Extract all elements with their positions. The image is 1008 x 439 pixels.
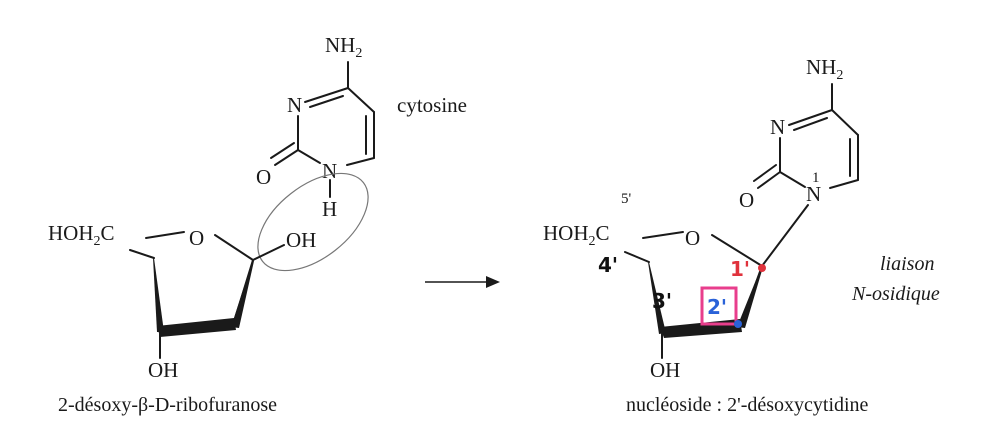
right-n-ring-label: N: [770, 115, 785, 139]
right-molecule: NH2 N O 1 N 5' HOH2C O OH 4' 3' 2' 1' li…: [543, 55, 940, 416]
bond-label-line1: liaison: [880, 253, 934, 275]
cytosine-label: cytosine: [397, 93, 467, 117]
left-oh-bottom-label: OH: [148, 358, 178, 382]
reaction-arrow: [425, 276, 500, 288]
right-n1-number: 1: [812, 170, 820, 186]
annotation-one-prime: 1': [730, 257, 750, 281]
left-o-carbonyl-label: O: [256, 165, 271, 189]
left-molecule: NH2 N O N H cytosine HOH2C O OH OH 2-dés…: [48, 33, 467, 416]
left-cytosine-ring: [270, 61, 375, 198]
annotation-three-prime: 3': [652, 289, 672, 313]
left-o-ring-label: O: [189, 226, 204, 250]
annotation-four-prime: 4': [598, 253, 618, 277]
left-n-bottom-label: N: [322, 159, 337, 183]
right-nh2-label: NH2: [806, 55, 843, 83]
right-oh-bottom-label: OH: [650, 358, 680, 382]
left-hoh2c-label: HOH2C: [48, 221, 115, 249]
right-caption: nucléoside : 2'-désoxycytidine: [626, 394, 869, 416]
right-cytosine-ring: [753, 83, 859, 267]
right-five-prime-label: 5': [621, 191, 632, 207]
left-nh2-label: NH2: [325, 33, 362, 61]
annotation-two-prime: 2': [707, 295, 727, 319]
right-o-ring-label: O: [685, 226, 700, 250]
left-sugar-ring: [129, 231, 285, 359]
left-h-label: H: [322, 197, 337, 221]
highlight-box-two-prime: [700, 286, 738, 326]
left-oh-anomeric-label: OH: [286, 228, 316, 252]
right-o-carbonyl-label: O: [739, 188, 754, 212]
right-n-bottom-label: N: [806, 182, 821, 206]
c2-marker-dot: [734, 320, 742, 328]
condensation-ellipse: [257, 172, 369, 272]
c1-marker-dot: [758, 264, 766, 272]
right-hoh2c-label: HOH2C: [543, 221, 610, 249]
left-n-ring-label: N: [287, 93, 302, 117]
bond-label-line2: N-osidique: [851, 283, 940, 305]
left-caption: 2-désoxy-β-D-ribofuranose: [58, 394, 277, 416]
right-sugar-ring: [624, 231, 763, 359]
